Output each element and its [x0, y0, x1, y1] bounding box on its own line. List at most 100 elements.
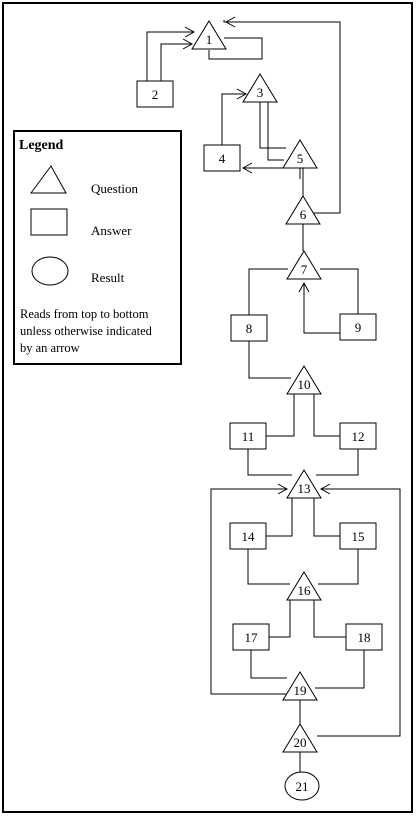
- node-label: 10: [298, 377, 311, 392]
- node-8: 8: [230, 314, 268, 342]
- connector-line: [247, 449, 292, 476]
- node-label: 12: [352, 429, 365, 444]
- question-triangle: [282, 671, 318, 701]
- connector-line: [223, 20, 341, 214]
- node-label: 7: [301, 262, 308, 277]
- node-2: 2: [136, 80, 174, 108]
- arrowhead: [184, 26, 196, 38]
- arrowhead: [298, 281, 310, 293]
- connector-line: [259, 102, 286, 149]
- node-label: 4: [219, 151, 226, 166]
- legend-box: [13, 130, 182, 365]
- legend-triangle-shape: [30, 165, 67, 194]
- connector-line: [267, 102, 284, 161]
- legend-note-line-3: by an arrow: [20, 341, 80, 355]
- node-label: 14: [242, 529, 256, 544]
- node-label: 9: [355, 320, 362, 335]
- arrowhead: [241, 162, 253, 174]
- node-18: 18: [345, 623, 383, 651]
- node-label: 2: [152, 87, 159, 102]
- connector-line: [317, 488, 401, 737]
- legend: Legend Question Answer Result Reads from…: [13, 130, 182, 365]
- node-4: 4: [203, 144, 241, 172]
- node-label: 18: [358, 630, 371, 645]
- answer-box: [339, 422, 377, 450]
- connector-line: [146, 31, 194, 82]
- result-ellipse: [284, 771, 320, 801]
- node-1: 1: [191, 20, 227, 50]
- question-triangle: [286, 250, 322, 280]
- node-6: 6: [285, 195, 321, 225]
- arrowhead: [224, 16, 236, 28]
- node-5: 5: [282, 139, 318, 169]
- connector-line: [316, 449, 359, 476]
- connector-line: [313, 394, 340, 437]
- connectors: [146, 16, 401, 772]
- connector-line: [313, 498, 340, 537]
- node-21: 21: [284, 771, 320, 801]
- question-triangle: [286, 365, 322, 395]
- connector-line: [269, 600, 291, 638]
- node-15: 15: [339, 522, 377, 550]
- arrowhead: [182, 38, 194, 50]
- node-label: 11: [242, 429, 255, 444]
- answer-box: [232, 623, 270, 651]
- answer-box: [229, 422, 267, 450]
- connector-line: [160, 43, 192, 82]
- node-label: 5: [297, 151, 304, 166]
- node-19: 19: [282, 671, 318, 701]
- node-label: 3: [257, 85, 264, 100]
- answer-box: [345, 623, 383, 651]
- node-label: 19: [294, 683, 307, 698]
- connector-line: [266, 394, 295, 437]
- question-triangle: [285, 195, 321, 225]
- connector-line: [248, 341, 291, 379]
- legend-label-question: Question: [91, 181, 138, 196]
- node-17: 17: [232, 623, 270, 651]
- node-10: 10: [286, 365, 322, 395]
- node-label: 16: [298, 583, 312, 598]
- node-13: 13: [286, 469, 322, 499]
- question-triangle: [286, 571, 322, 601]
- legend-label-result: Result: [91, 270, 125, 285]
- node-3: 3: [242, 73, 278, 103]
- connector-line: [247, 549, 290, 585]
- connector-line: [210, 488, 287, 695]
- arrowhead: [236, 88, 248, 100]
- node-label: 13: [298, 481, 311, 496]
- arrowhead: [277, 483, 289, 495]
- question-triangle: [286, 469, 322, 499]
- node-label: 21: [296, 779, 309, 794]
- node-label: 15: [352, 529, 365, 544]
- connector-line: [318, 549, 359, 585]
- node-label: 1: [206, 32, 213, 47]
- arrowhead: [319, 483, 331, 495]
- question-triangle: [282, 139, 318, 169]
- node-label: 6: [300, 207, 307, 222]
- node-label: 17: [245, 630, 259, 645]
- question-triangle: [242, 73, 278, 103]
- legend-title: Legend: [19, 138, 64, 153]
- connector-line: [208, 37, 263, 60]
- node-label: 8: [246, 321, 253, 336]
- legend-rectangle-shape: [30, 208, 68, 236]
- node-12: 12: [339, 422, 377, 450]
- node-9: 9: [339, 313, 377, 341]
- answer-box: [339, 522, 377, 550]
- connector-line: [248, 268, 288, 315]
- answer-box: [229, 522, 267, 550]
- legend-ellipse-shape: [31, 256, 69, 286]
- legend-note-line-1: Reads from top to bottom: [20, 307, 149, 321]
- node-11: 11: [229, 422, 267, 450]
- connector-line: [266, 498, 293, 537]
- legend-label-answer: Answer: [91, 223, 132, 238]
- connector-line: [313, 600, 346, 638]
- answer-box: [230, 314, 268, 342]
- node-label: 20: [294, 735, 307, 750]
- legend-note-line-2: unless otherwise indicated: [20, 324, 153, 338]
- question-triangle: [191, 20, 227, 50]
- node-20: 20: [282, 723, 318, 753]
